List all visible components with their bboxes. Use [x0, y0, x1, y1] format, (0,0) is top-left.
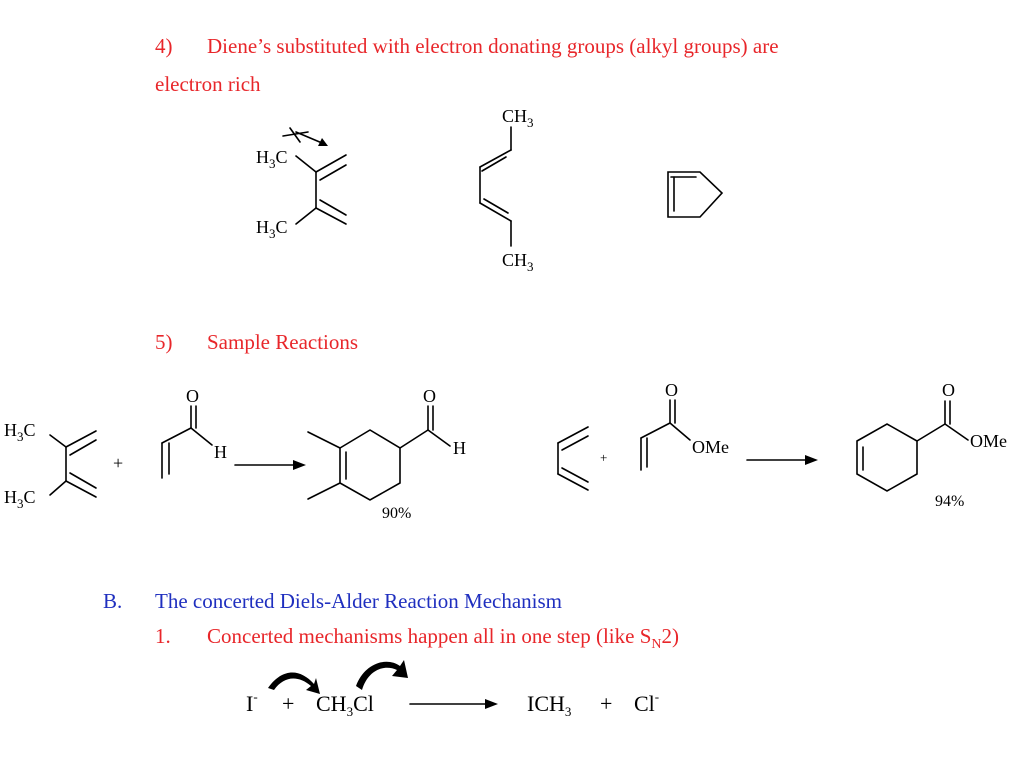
rxn2-yield: 94%	[935, 493, 964, 510]
rxn1-diene-bottom-label: H3C	[4, 487, 36, 511]
rxn1-aldehyde-o: O	[186, 386, 199, 406]
sn2-plus1: +	[282, 691, 294, 716]
reaction2-product	[856, 400, 969, 492]
cyclopentadiene-structure	[667, 171, 724, 218]
arrow-head	[318, 138, 328, 146]
reaction1-acrolein	[161, 405, 213, 479]
reaction2-arrow-head	[805, 455, 818, 465]
rxn1-yield: 90%	[382, 505, 411, 522]
sectionB-title: The concerted Diels-Alder Reaction Mecha…	[155, 589, 563, 613]
sn2-arrow-head	[485, 699, 498, 709]
rxn1-product-h: H	[453, 438, 466, 458]
item1-number: 1.	[155, 624, 171, 648]
rxn2-product-ome: OMe	[970, 431, 1007, 451]
sectionB-number: B.	[103, 589, 123, 613]
item1-text: Concerted mechanisms happen all in one s…	[207, 624, 679, 654]
section4-text-line1: Diene’s substituted with electron donati…	[207, 34, 779, 58]
rxn2-product-o: O	[942, 380, 955, 400]
sn2-iodide: I-	[246, 689, 258, 716]
rxn1-plus: +	[113, 453, 123, 473]
item1-text-before: Concerted mechanisms happen all in one s…	[207, 624, 652, 648]
rxn1-product-o: O	[423, 386, 436, 406]
reaction1-diene	[49, 430, 97, 498]
section4-number: 4)	[155, 34, 173, 58]
reaction2-acrylate	[640, 399, 691, 471]
curved-arrow-2	[356, 660, 408, 690]
rxn2-ester-o: O	[665, 380, 678, 400]
item1-text-after: 2)	[661, 624, 680, 648]
reaction1-arrow-head	[293, 460, 306, 470]
hexadiene-bottom-label: CH3	[502, 250, 534, 274]
item1-subscript: N	[651, 637, 662, 653]
sn2-iodomethane: ICH3	[527, 691, 571, 719]
reaction2-diene	[557, 426, 589, 491]
dmb-top-label: H3C	[256, 147, 288, 171]
sn2-plus2: +	[600, 691, 612, 716]
reaction1-product	[307, 405, 451, 501]
curved-arrow-1	[268, 672, 320, 694]
rxn2-ester-ome: OMe	[692, 437, 729, 457]
hexadiene-top-label: CH3	[502, 106, 534, 130]
section5-number: 5)	[155, 330, 173, 354]
dimethylbutadiene-structure	[282, 127, 347, 225]
rxn1-diene-top-label: H3C	[4, 420, 36, 444]
rxn1-aldehyde-h: H	[214, 442, 227, 462]
sn2-chloromethane: CH3Cl	[316, 691, 374, 719]
sn2-chloride: Cl-	[634, 689, 659, 716]
rxn2-plus: +	[600, 450, 607, 465]
section5-title: Sample Reactions	[207, 330, 359, 354]
hexadiene-structure	[479, 126, 512, 247]
section4-text-line2: electron rich	[155, 72, 261, 96]
dmb-bottom-label: H3C	[256, 217, 288, 241]
